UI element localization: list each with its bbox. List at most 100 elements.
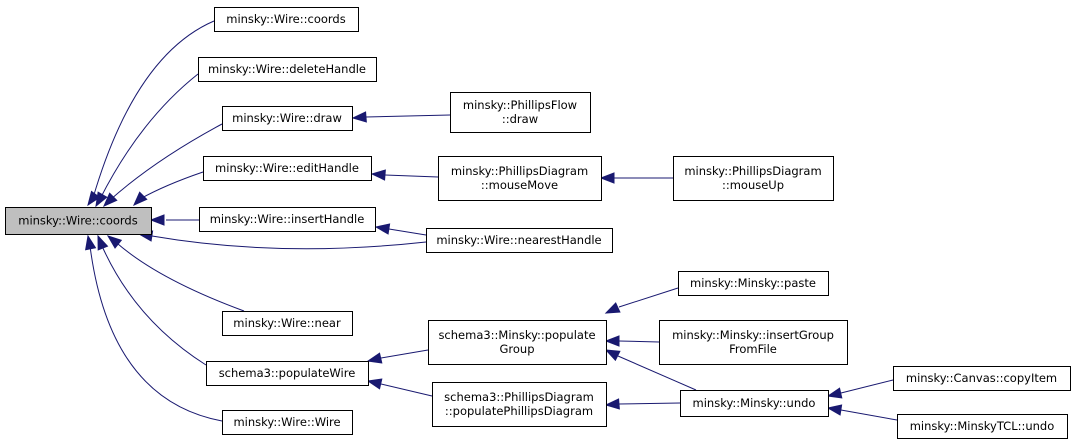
node-delete-handle[interactable]: minsky::Wire::deleteHandle: [198, 57, 377, 82]
node-label: minsky::PhillipsDiagram: [451, 164, 588, 178]
arrowhead: [366, 378, 383, 390]
node-label: schema3::Minsky::populate: [438, 328, 595, 342]
edge-n_undo-to-n_populateGroup: [604, 349, 697, 391]
arrowhead: [149, 214, 165, 226]
edge-n_wire-to-root: [85, 234, 223, 422]
arrowhead: [95, 191, 108, 208]
node-draw[interactable]: minsky::Wire::draw: [222, 106, 353, 131]
edge-n_populatePD-to-n_populateWire: [366, 378, 433, 397]
node-label: ::mouseMove: [481, 178, 558, 192]
node-label: minsky::Canvas::copyItem: [906, 371, 1057, 385]
arrowhead: [604, 335, 620, 347]
node-label: Group: [499, 342, 534, 356]
node-box: [222, 106, 353, 131]
edge-n_coords2-to-root: [87, 20, 215, 207]
node-box: [214, 7, 359, 32]
edge-n_populateWire-to-root: [97, 234, 207, 366]
node-pd-mouse-move[interactable]: minsky::PhillipsDiagram::mouseMove: [438, 156, 602, 201]
node-box: [428, 320, 607, 365]
arrowhead: [374, 223, 391, 235]
node-edit-handle[interactable]: minsky::Wire::editHandle: [203, 156, 372, 181]
arrowhead: [599, 172, 615, 184]
arrowhead: [133, 191, 148, 206]
arrowhead: [604, 398, 620, 410]
edge-n_pflowDraw-to-n_draw: [351, 111, 451, 123]
node-label: ::mouseUp: [722, 178, 784, 192]
node-box: [199, 207, 376, 232]
node-box: [893, 366, 1071, 391]
edge-n_pdMouseMove-to-n_editHandle: [370, 169, 439, 181]
node-label: minsky::PhillipsDiagram: [684, 164, 821, 178]
edge-n_editHandle-to-root: [133, 171, 204, 206]
edge-n_populateGroup-to-n_populateWire: [366, 349, 429, 364]
node-label: ::populatePhillipsDiagram: [445, 404, 593, 418]
arrowhead: [351, 111, 367, 123]
node-label: minsky::Wire::nearestHandle: [436, 233, 601, 247]
edge-n_pdMouseUp-to-n_pdMouseMove: [599, 172, 673, 184]
node-undo[interactable]: minsky::Minsky::undo: [680, 390, 829, 417]
edge-n_copyItem-to-n_undo: [826, 379, 894, 399]
node-label: minsky::Wire::insertHandle: [210, 212, 365, 226]
arrowhead: [103, 192, 118, 207]
node-label: ::draw: [502, 112, 538, 126]
edge-n_nearestHandle-to-n_insertHandle: [374, 223, 427, 236]
edges: [85, 20, 898, 422]
node-populate-wire[interactable]: schema3::populateWire: [206, 361, 369, 386]
node-box: [222, 410, 353, 435]
node-tcl-undo[interactable]: minsky::MinskyTCL::undo: [897, 414, 1068, 439]
node-label: minsky::Minsky::insertGroup: [672, 328, 834, 342]
node-box: [450, 92, 591, 133]
arrowhead: [604, 349, 621, 362]
edge-n_insertHandle-to-root: [149, 214, 199, 226]
node-coords2[interactable]: minsky::Wire::coords: [214, 7, 359, 32]
node-box: [659, 320, 848, 365]
node-label: minsky::MinskyTCL::undo: [910, 419, 1055, 433]
node-box: [897, 414, 1068, 439]
node-label: minsky::Wire::near: [233, 316, 341, 330]
edge-n_draw-to-root: [103, 123, 223, 207]
node-near[interactable]: minsky::Wire::near: [222, 311, 353, 336]
arrowhead: [87, 190, 101, 207]
node-pflow-draw[interactable]: minsky::PhillipsFlow::draw: [450, 92, 591, 133]
edge-n_insertGroup-to-n_populateGroup: [604, 335, 660, 347]
node-box: [426, 228, 613, 253]
node-box: [198, 57, 377, 82]
node-root[interactable]: minsky::Wire::coords: [5, 207, 152, 235]
node-label: minsky::PhillipsFlow: [463, 98, 577, 112]
edge-n_near-to-root: [106, 235, 245, 312]
edge-n_undo-to-n_populatePD: [604, 398, 681, 410]
node-label: minsky::Wire::editHandle: [215, 161, 359, 175]
arrowhead: [97, 234, 109, 251]
arrowhead: [826, 387, 843, 399]
node-box: [5, 207, 152, 235]
arrowhead: [106, 235, 123, 249]
arrowhead: [370, 169, 386, 181]
node-label: minsky::Minsky::paste: [690, 276, 816, 290]
node-label: minsky::Wire::coords: [226, 12, 345, 26]
node-insert-handle[interactable]: minsky::Wire::insertHandle: [199, 207, 376, 232]
node-box: [678, 271, 829, 296]
arrowhead: [85, 234, 97, 251]
node-label: FromFile: [729, 342, 777, 356]
node-label: minsky::Wire::coords: [18, 214, 137, 228]
node-nearest-handle[interactable]: minsky::Wire::nearestHandle: [426, 228, 613, 253]
node-box: [222, 311, 353, 336]
node-paste[interactable]: minsky::Minsky::paste: [678, 271, 829, 296]
edge-n_paste-to-n_populateGroup: [604, 287, 679, 314]
node-label: minsky::Wire::Wire: [233, 415, 340, 429]
edge-n_tclUndo-to-n_undo: [826, 404, 898, 421]
node-pd-mouse-up[interactable]: minsky::PhillipsDiagram::mouseUp: [673, 156, 834, 201]
node-label: minsky::Wire::draw: [232, 111, 342, 125]
node-populate-p-d[interactable]: schema3::PhillipsDiagram::populatePhilli…: [432, 382, 607, 427]
node-copy-item[interactable]: minsky::Canvas::copyItem: [893, 366, 1071, 391]
arrowhead: [826, 404, 843, 416]
node-label: minsky::Wire::deleteHandle: [208, 62, 366, 76]
node-box: [203, 156, 372, 181]
node-wire[interactable]: minsky::Wire::Wire: [222, 410, 353, 435]
node-box: [438, 156, 602, 201]
node-label: minsky::Minsky::undo: [693, 396, 816, 410]
node-box: [432, 382, 607, 427]
